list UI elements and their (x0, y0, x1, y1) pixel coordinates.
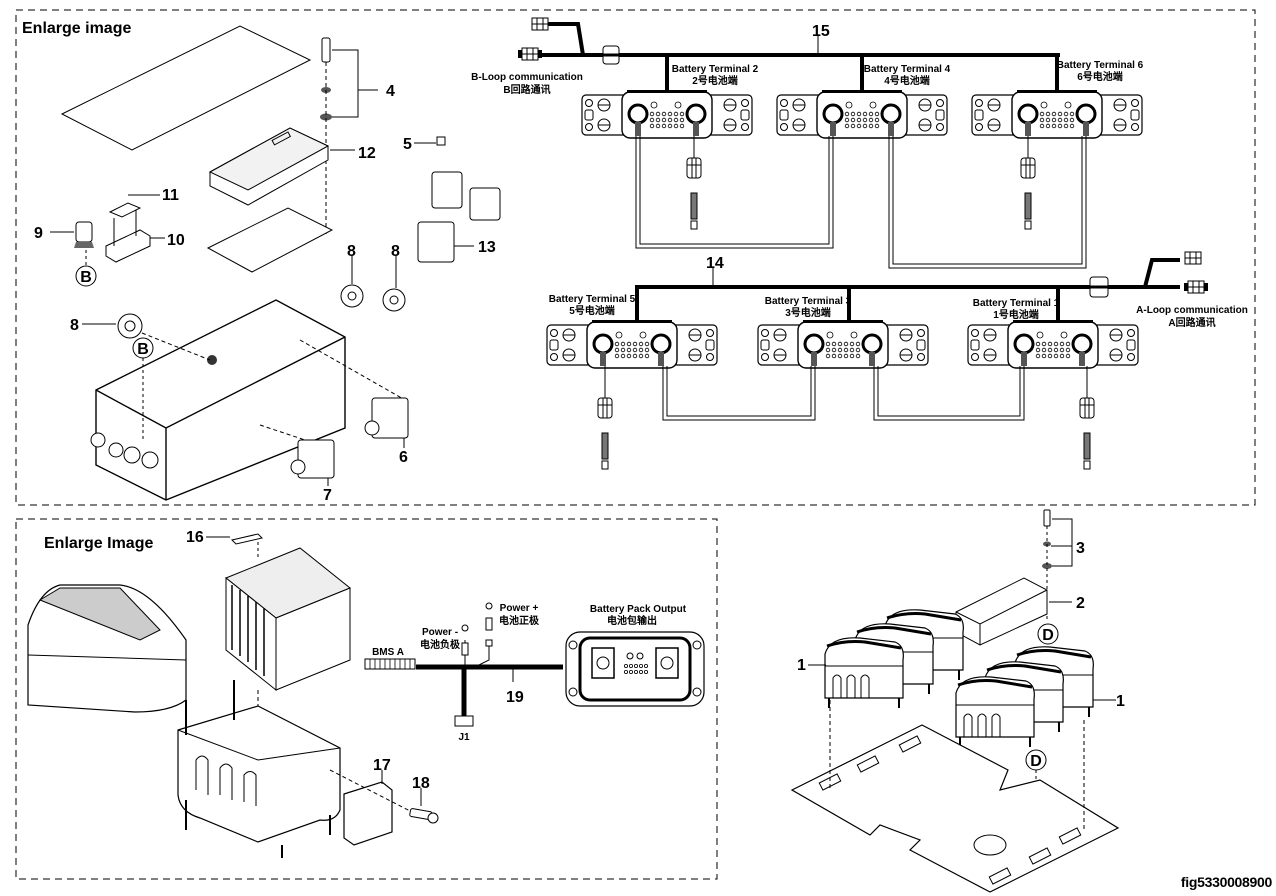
power-cables-bottom (604, 366, 1088, 421)
screw-washer-set (320, 37, 378, 235)
harness-14 (635, 251, 1208, 322)
battery-terminal-1 (966, 318, 1140, 370)
battery-tray (177, 680, 341, 858)
cable-gland-terminal-6 (1020, 157, 1036, 230)
cable-gland-terminal-2 (686, 157, 702, 230)
terminal-2-label-zh: 2号电池端 (692, 74, 738, 87)
callout-14: 14 (706, 255, 724, 272)
bms-controller-module (208, 127, 355, 206)
battery-terminal-5 (545, 318, 719, 370)
terminal-5-label-en: Battery Terminal 5 (549, 294, 636, 305)
panel-top-frame (15, 9, 1256, 506)
power-connector-7 (290, 439, 335, 486)
panel-bottom-left-frame (15, 518, 718, 880)
battery-modules-right (954, 645, 1116, 749)
pack-output-label-en: Battery Pack Output (590, 604, 687, 615)
svg-text:B: B (137, 341, 149, 358)
callout-7: 7 (323, 487, 332, 504)
detail-marker-b-1: B (75, 265, 97, 287)
terminal-3-label-zh: 3号电池端 (785, 306, 831, 319)
terminal-6-label-en: Battery Terminal 6 (1057, 60, 1144, 71)
callout-19: 19 (506, 689, 524, 706)
callout-8b: 8 (391, 243, 400, 260)
terminal-2-label-en: Battery Terminal 2 (672, 64, 759, 75)
terminal-5-label-zh: 5号电池端 (569, 304, 615, 317)
harness-15 (518, 17, 1060, 92)
battery-terminal-4 (775, 88, 949, 140)
screw-18 (409, 788, 439, 824)
callout-8c: 8 (70, 317, 79, 334)
callout-12: 12 (358, 145, 376, 162)
callout-9: 9 (34, 225, 43, 242)
fuse-holder (50, 221, 94, 268)
battery-terminal-3 (756, 318, 930, 370)
callout-17: 17 (373, 757, 391, 774)
panel-title-bottom: Enlarge Image (44, 535, 153, 552)
callout-4: 4 (386, 83, 395, 100)
terminal-6-label-zh: 6号电池端 (1077, 70, 1123, 83)
bms-a-label: BMS A (372, 647, 404, 658)
callout-18: 18 (412, 775, 430, 792)
b-loop-label-en: B-Loop communication (471, 72, 583, 83)
callout-1b: 1 (1116, 693, 1125, 710)
battery-terminal-2 (580, 88, 754, 140)
callout-2: 2 (1076, 595, 1085, 612)
cable-gland-terminal-5 (597, 397, 613, 470)
battery-terminal-6 (970, 88, 1144, 140)
svg-text:B: B (80, 269, 92, 286)
base-mounting-plate (790, 700, 1120, 893)
power-cables-top (635, 136, 1087, 269)
panel-title-top: Enlarge image (22, 20, 131, 37)
callout-10: 10 (167, 232, 185, 249)
j1-label: J1 (458, 732, 470, 743)
callout-3: 3 (1076, 540, 1085, 557)
terminal-3-label-en: Battery Terminal 3 (765, 296, 852, 307)
battery-modules-left (808, 608, 965, 710)
power-neg-label-en: Power - (422, 627, 458, 638)
a-loop-label-en: A-Loop communication (1136, 305, 1248, 316)
battery-control-enclosure (90, 299, 406, 501)
bms-board-17 (329, 769, 413, 846)
a-loop-label-zh: A回路通讯 (1168, 316, 1215, 329)
terminal-1-label-en: Battery Terminal 1 (973, 298, 1060, 309)
bus-bar-16 (206, 533, 263, 560)
terminal-4-label-en: Battery Terminal 4 (864, 64, 951, 75)
cable-gland-terminal-1 (1079, 397, 1095, 470)
terminal-1-label-zh: 1号电池端 (993, 308, 1039, 321)
svg-text:D: D (1042, 627, 1054, 644)
harness-19 (364, 602, 563, 727)
battery-module-cover (27, 584, 187, 713)
figure-id: fig5330008900 (1180, 874, 1272, 890)
shunt-bracket (105, 194, 165, 263)
pack-output-label-zh: 电池包输出 (607, 614, 657, 627)
top-cover-plate (60, 25, 312, 151)
callout-8a: 8 (347, 243, 356, 260)
battery-pack-output-connector (565, 631, 705, 707)
callout-16: 16 (186, 529, 204, 546)
power-connector-6 (364, 397, 409, 448)
b-loop-label-zh: B回路通讯 (503, 83, 550, 96)
detail-marker-d-1: D (1037, 623, 1059, 645)
callout-15: 15 (812, 23, 830, 40)
callout-5: 5 (403, 136, 412, 153)
insulation-sheet (206, 207, 334, 273)
callout-1a: 1 (797, 657, 806, 674)
callout-13: 13 (478, 239, 496, 256)
current-sensors (82, 255, 406, 339)
callout-6: 6 (399, 449, 408, 466)
power-neg-label-zh: 电池负极 (420, 638, 461, 651)
svg-text:D: D (1030, 753, 1042, 770)
detail-marker-b-2: B (132, 337, 154, 440)
terminal-4-label-zh: 4号电池端 (884, 74, 930, 87)
contactor-relays (414, 136, 501, 263)
callout-11: 11 (162, 187, 179, 204)
power-pos-label-en: Power + (500, 603, 539, 614)
power-pos-label-zh: 电池正极 (499, 614, 540, 627)
